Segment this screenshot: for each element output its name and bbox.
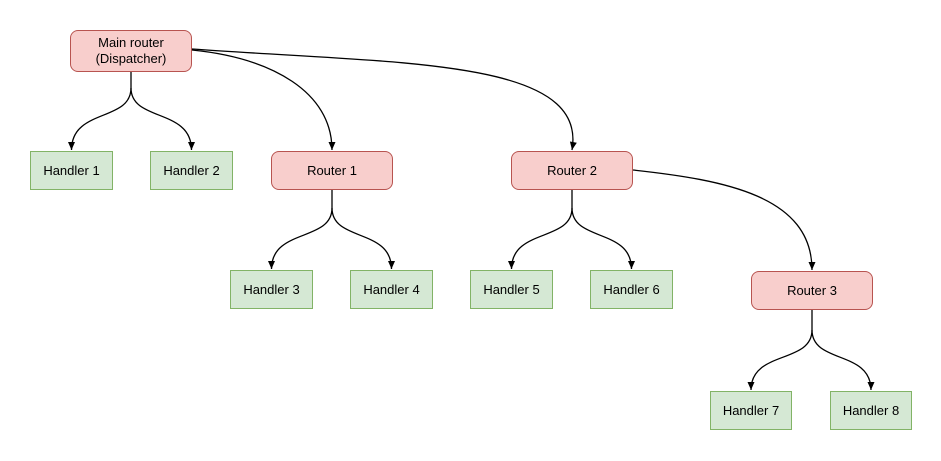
edge-router2-router3 <box>632 169 816 271</box>
node-label: Handler 3 <box>243 281 300 297</box>
node-label: Router 2 <box>547 162 597 178</box>
node-label: Handler 4 <box>363 281 420 297</box>
edge-router3-handler8 <box>811 329 875 391</box>
edge-main-handler2 <box>130 87 195 151</box>
node-label: Handler 5 <box>483 281 540 297</box>
edge-main-router2 <box>191 48 577 151</box>
node-label: Router 1 <box>307 162 357 178</box>
node-handler-4[interactable]: Handler 4 <box>350 270 433 309</box>
node-handler-5[interactable]: Handler 5 <box>470 270 553 309</box>
node-label: Main router (Dispatcher) <box>95 35 167 66</box>
node-handler-1[interactable]: Handler 1 <box>30 151 113 190</box>
node-handler-8[interactable]: Handler 8 <box>830 391 912 430</box>
node-label: Handler 2 <box>163 162 220 178</box>
node-main-router[interactable]: Main router (Dispatcher) <box>70 30 192 72</box>
node-label: Handler 7 <box>722 402 780 418</box>
node-handler-7[interactable]: Handler 7 <box>710 391 792 430</box>
edge-main-handler1 <box>68 87 132 151</box>
node-label: Handler 8 <box>842 402 900 418</box>
edge-router1-handler4 <box>331 207 395 270</box>
node-label: Handler 6 <box>603 281 660 297</box>
node-router-3[interactable]: Router 3 <box>751 271 873 310</box>
node-handler-6[interactable]: Handler 6 <box>590 270 673 309</box>
edge-router1-handler3 <box>268 207 333 270</box>
node-handler-2[interactable]: Handler 2 <box>150 151 233 190</box>
node-label: Router 3 <box>787 282 837 298</box>
edge-main-router1 <box>191 49 336 151</box>
edge-router2-handler5 <box>508 207 573 270</box>
node-label: Handler 1 <box>43 162 100 178</box>
edge-router2-handler6 <box>571 207 635 270</box>
node-router-2[interactable]: Router 2 <box>511 151 633 190</box>
edge-router3-handler7 <box>747 329 813 391</box>
node-router-1[interactable]: Router 1 <box>271 151 393 190</box>
node-handler-3[interactable]: Handler 3 <box>230 270 313 309</box>
